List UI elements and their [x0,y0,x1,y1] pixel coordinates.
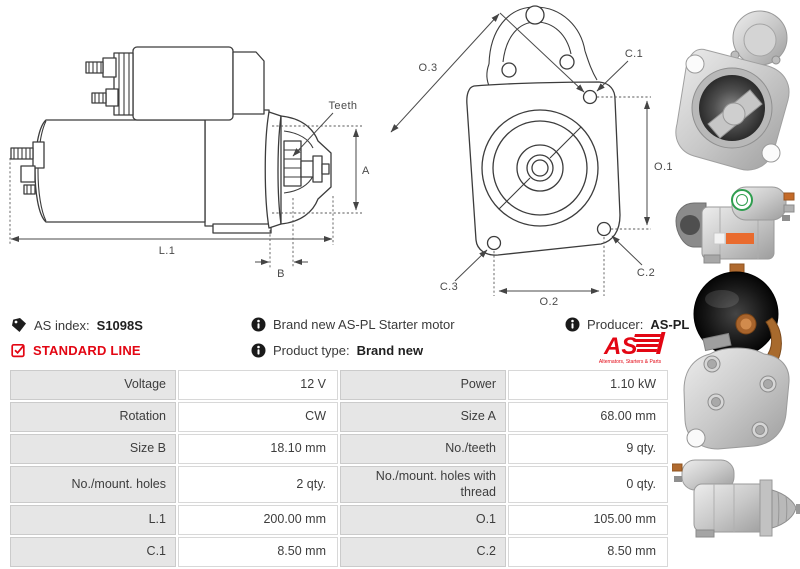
dim-c3-label: C.3 [440,281,458,293]
spec-value: 1.10 kW [508,370,668,400]
spec-label: L.1 [10,505,176,536]
dim-b-label: B [277,268,285,280]
spec-value: 18.10 mm [178,434,338,464]
spec-label: O.1 [340,505,506,536]
as-index-value: S1098S [96,317,143,333]
logo-tagline: Alternators, Starters & Parts [599,359,662,365]
standard-line-row: STANDARD LINE [11,343,141,358]
logo-text: AS [603,333,637,360]
starter-front-flange-photo [675,10,790,171]
dim-o1-label: O.1 [654,161,672,173]
spec-label: Power [340,370,506,400]
spec-label: No./mount. holes [10,466,176,504]
table-row: Voltage 12 V Power 1.10 kW [10,370,668,400]
dim-c2-label: C.2 [637,267,655,279]
table-row: Rotation CW Size A 68.00 mm [10,402,668,432]
spec-label: C.1 [10,537,176,568]
tag-icon [12,318,26,332]
as-index-row: AS index: S1098S [11,317,143,333]
front-view-drawing: O.3 C.1 O.1 C.2 C.3 O.2 [391,6,672,308]
spec-label: Rotation [10,402,176,432]
spec-label: Size A [340,402,506,432]
checkbox-checked-icon [11,343,25,358]
teeth-label: Teeth [329,100,358,112]
spec-value: 9 qty. [508,434,668,464]
starter-side-photo-green-sticker [675,186,795,264]
brand-new-row: Brand new AS-PL Starter motor [251,317,455,332]
spec-label: Size B [10,434,176,464]
product-type-value: Brand new [356,343,424,358]
standard-line-badge: STANDARD LINE [33,343,141,358]
technical-drawings: A L.1 B Teeth [0,0,672,308]
dim-a-label: A [362,165,370,177]
spec-value: CW [178,402,338,432]
table-row: No./mount. holes 2 qty. No./mount. holes… [10,466,668,504]
spec-value: 8.50 mm [178,537,338,568]
dim-l1-label: L.1 [159,245,176,257]
spec-label: No./teeth [340,434,506,464]
spec-value: 2 qty. [178,466,338,504]
info-icon [251,343,266,358]
table-row: C.1 8.50 mm C.2 8.50 mm [10,537,668,568]
spec-label: No./mount. holes with thread [340,466,506,504]
spec-value: 105.00 mm [508,505,668,536]
side-view-drawing: A L.1 B Teeth [10,47,370,280]
product-type-row: Product type: Brand new [251,343,423,358]
producer-row: Producer: AS-PL [565,317,689,332]
brand-new-text: Brand new AS-PL Starter motor [273,317,455,332]
spec-value: 8.50 mm [508,537,668,568]
info-icon [251,317,266,332]
spec-label: C.2 [340,537,506,568]
spec-label: Voltage [10,370,176,400]
starter-rear-solenoid-photo [683,263,790,450]
as-index-label: AS index: [34,317,90,333]
as-pl-logo: AS Alternators, Starters & Parts [596,330,666,367]
info-icon [565,317,580,332]
dim-c1-label: C.1 [625,48,643,60]
starter-side-photo-bottom [672,459,800,538]
spec-value: 12 V [178,370,338,400]
spec-value: 200.00 mm [178,505,338,536]
dim-o3-label: O.3 [419,62,438,74]
table-row: L.1 200.00 mm O.1 105.00 mm [10,505,668,536]
producer-value: AS-PL [650,317,690,332]
spec-value: 0 qty. [508,466,668,504]
producer-label: Producer: [587,317,644,332]
product-type-label: Product type: [273,343,350,358]
table-row: Size B 18.10 mm No./teeth 9 qty. [10,434,668,464]
dim-o2-label: O.2 [540,296,559,308]
spec-value: 68.00 mm [508,402,668,432]
